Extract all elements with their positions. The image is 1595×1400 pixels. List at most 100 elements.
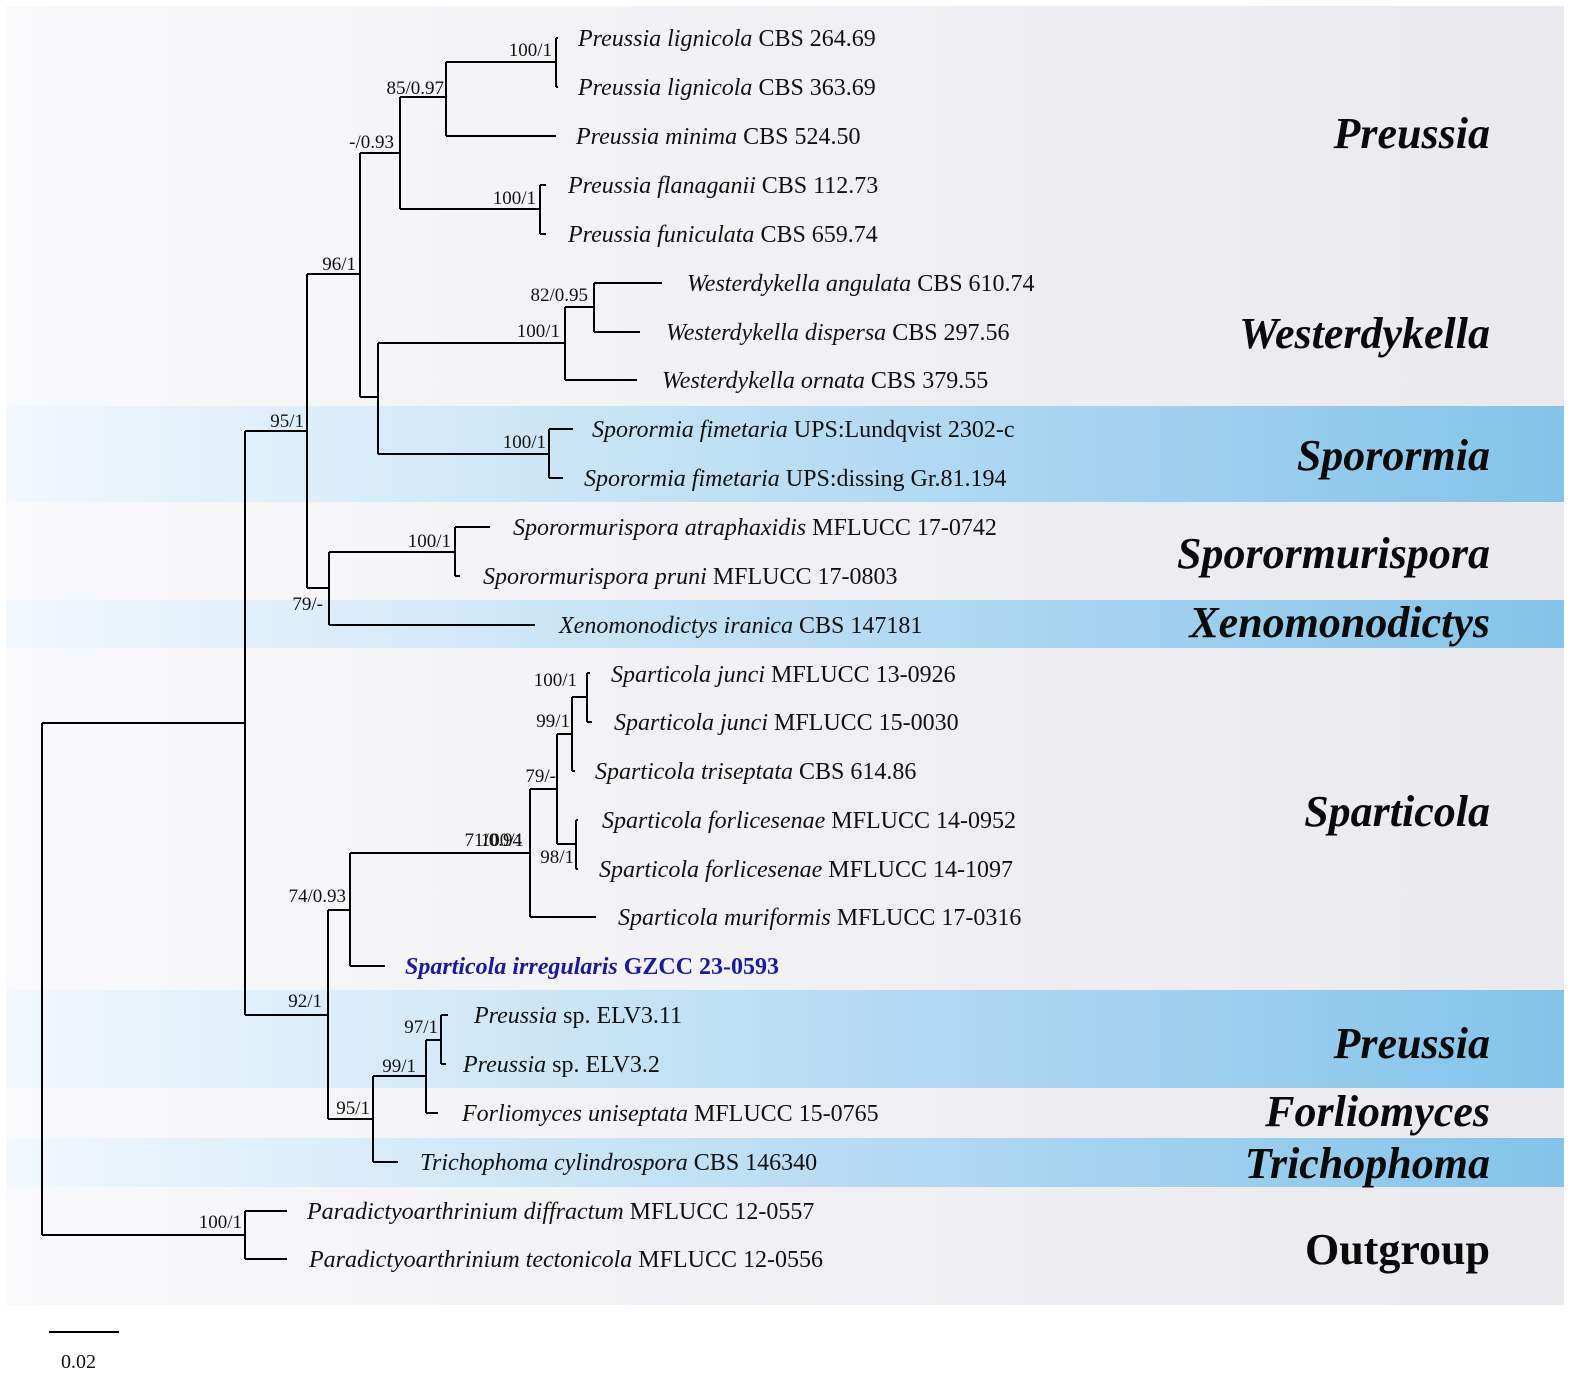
taxon-label: Xenomonodictys iranica CBS 147181 <box>558 613 922 639</box>
taxon-species: Paradictyoarthrinium tectonicola <box>308 1247 632 1273</box>
support-value: 95/1 <box>336 1098 370 1119</box>
taxon-species: Sparticola forlicesenae <box>602 808 826 834</box>
support-value: 85/0.97 <box>386 78 444 99</box>
band-preussia-2 <box>6 990 1564 1088</box>
taxon-species: Preussia flanaganii <box>567 173 756 199</box>
taxon-strain: CBS 363.69 <box>752 75 875 101</box>
taxon-label: Sporormurispora atraphaxidis MFLUCC 17-0… <box>513 515 997 541</box>
clade-label-preussia-2: Preussia <box>1333 1019 1490 1068</box>
taxon-species: Sporormia fimetaria <box>584 466 780 492</box>
taxon-strain: MFLUCC 14-0952 <box>825 808 1016 834</box>
taxon-species: Preussia <box>473 1003 557 1029</box>
taxon-species: Westerdykella angulata <box>687 271 911 297</box>
support-value: 96/1 <box>322 254 356 275</box>
taxon-strain: MFLUCC 17-0316 <box>831 905 1022 931</box>
taxon-species: Preussia lignicola <box>577 75 752 101</box>
taxon-label: Sparticola forlicesenae MFLUCC 14-0952 <box>602 808 1016 834</box>
taxon-strain: CBS 147181 <box>793 613 922 639</box>
taxon-species: Preussia <box>462 1052 546 1078</box>
taxon-strain: MFLUCC 12-0556 <box>632 1247 823 1273</box>
taxon-species: Preussia funiculata <box>567 222 754 248</box>
taxon-strain: MFLUCC 15-0765 <box>688 1101 879 1127</box>
taxon-species: Sparticola forlicesenae <box>599 857 823 883</box>
support-value: 74/0.93 <box>288 886 346 907</box>
clade-label-forliomyces: Forliomyces <box>1264 1087 1490 1136</box>
taxon-species: Sporormia fimetaria <box>592 417 788 443</box>
taxon-strain: UPS:dissing Gr.81.194 <box>780 466 1007 492</box>
taxon-label: Sporormurispora pruni MFLUCC 17-0803 <box>483 564 898 590</box>
taxon-strain: UPS:Lundqvist 2302-c <box>788 417 1015 443</box>
support-values: 100/1 85/0.97 -/0.93 100/1 96/1 82/0.95 100/1 1… <box>199 40 588 1233</box>
scale-bar-label: 0.02 <box>61 1351 96 1373</box>
taxon-label: Trichophoma cylindrospora CBS 146340 <box>420 1150 817 1176</box>
taxon-label: Sporormia fimetaria UPS:dissing Gr.81.19… <box>584 466 1007 492</box>
clade-label-xenomonodictys: Xenomonodictys <box>1187 598 1490 647</box>
taxon-label: Sparticola triseptata CBS 614.86 <box>595 759 916 785</box>
support-value: 98/1 <box>540 847 574 868</box>
taxon-label: Westerdykella angulata CBS 610.74 <box>687 271 1035 297</box>
taxon-strain: MFLUCC 12-0557 <box>624 1199 815 1225</box>
taxon-strain: MFLUCC 17-0803 <box>707 564 898 590</box>
taxon-label: Sparticola junci MFLUCC 13-0926 <box>611 662 956 688</box>
support-value: 100/1 <box>493 188 536 209</box>
taxon-strain: CBS 610.74 <box>911 271 1034 297</box>
taxon-species: Sporormurispora atraphaxidis <box>513 515 806 541</box>
taxon-species: Trichophoma cylindrospora <box>420 1150 688 1176</box>
support-value: 100/1 <box>199 1212 242 1233</box>
taxon-label: Sparticola muriformis MFLUCC 17-0316 <box>618 905 1021 931</box>
support-value: 100/1 <box>517 321 560 342</box>
support-value: 79/- <box>292 594 323 615</box>
taxon-label: Westerdykella ornata CBS 379.55 <box>662 368 988 394</box>
support-value: 99/1 <box>536 711 570 732</box>
taxon-label: Paradictyoarthrinium diffractum MFLUCC 1… <box>306 1199 814 1225</box>
taxon-label: Forliomyces uniseptata MFLUCC 15-0765 <box>461 1101 879 1127</box>
taxon-label: Sparticola forlicesenae MFLUCC 14-1097 <box>599 857 1013 883</box>
taxon-species: Xenomonodictys iranica <box>558 613 793 639</box>
taxon-species: Sparticola irregularis <box>405 954 618 980</box>
taxon-label: Preussia lignicola CBS 264.69 <box>577 26 876 52</box>
clade-label-outgroup: Outgroup <box>1305 1225 1490 1274</box>
taxon-species: Sparticola junci <box>614 710 768 736</box>
taxon-strain: sp. ELV3.11 <box>557 1003 682 1029</box>
taxon-strain: CBS 614.86 <box>793 759 916 785</box>
taxon-strain: MFLUCC 15-0030 <box>768 710 959 736</box>
support-value: 82/0.95 <box>530 285 588 306</box>
taxon-label: Paradictyoarthrinium tectonicola MFLUCC … <box>308 1247 823 1273</box>
taxon-species: Forliomyces uniseptata <box>461 1101 688 1127</box>
support-value: 95/1 <box>270 411 304 432</box>
support-value: 100/1 <box>534 670 577 691</box>
clade-label-sporormurispora: Sporormurispora <box>1177 529 1490 578</box>
band-sporormurispora <box>6 502 1564 600</box>
support-value: 97/1 <box>404 1017 438 1038</box>
taxon-strain: MFLUCC 17-0742 <box>806 515 997 541</box>
taxon-strain: MFLUCC 14-1097 <box>822 857 1013 883</box>
taxon-species: Sparticola junci <box>611 662 765 688</box>
taxon-species: Westerdykella ornata <box>662 368 865 394</box>
clade-label-trichophoma: Trichophoma <box>1245 1139 1490 1188</box>
taxon-label: Westerdykella dispersa CBS 297.56 <box>666 320 1010 346</box>
taxon-strain: sp. ELV3.2 <box>546 1052 660 1078</box>
support-value: 71/0.94 <box>464 830 522 851</box>
support-value: 79/- <box>525 766 556 787</box>
support-value: 100/1 <box>509 40 552 61</box>
taxon-species: Paradictyoarthrinium diffractum <box>306 1199 624 1225</box>
support-value: 99/1 <box>382 1056 416 1077</box>
clade-label-westerdykella: Westerdykella <box>1239 309 1490 358</box>
band-sparticola <box>6 648 1564 990</box>
taxon-label: Sporormia fimetaria UPS:Lundqvist 2302-c <box>592 417 1014 443</box>
clade-label-sporormia: Sporormia <box>1297 431 1490 480</box>
scale-bar: 0.02 <box>49 1331 119 1373</box>
taxon-strain: CBS 264.69 <box>752 26 875 52</box>
clade-label-sparticola: Sparticola <box>1304 787 1490 836</box>
taxon-species: Preussia minima <box>575 124 737 150</box>
taxon-label: Preussia sp. ELV3.11 <box>473 1003 682 1029</box>
taxon-strain: CBS 112.73 <box>756 173 878 199</box>
taxon-strain: CBS 297.56 <box>886 320 1009 346</box>
taxon-species: Sparticola triseptata <box>595 759 793 785</box>
taxon-strain: CBS 146340 <box>688 1150 817 1176</box>
taxon-label-new-species: Sparticola irregularis GZCC 23-0593 <box>405 954 779 980</box>
taxon-label: Preussia minima CBS 524.50 <box>575 124 860 150</box>
support-value: -/0.93 <box>349 132 394 153</box>
band-forliomyces <box>6 1088 1564 1138</box>
